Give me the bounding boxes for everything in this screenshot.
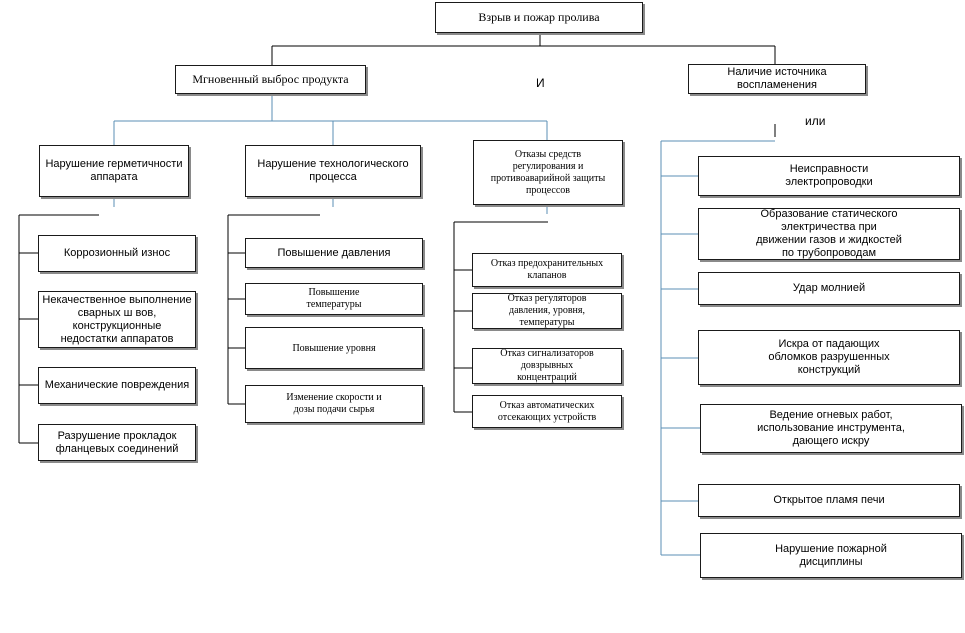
ignition-box: Наличие источника воспламенения (688, 64, 866, 94)
sealing-item-2: Некачественное выполнение сварных ш вов,… (38, 291, 196, 348)
control-item-4: Отказ автоматических отсекающих устройст… (472, 395, 622, 428)
process-item-2: Повышение температуры (245, 283, 423, 315)
control-box: Отказы средств регулирования и противоав… (473, 140, 623, 205)
sealing-box: Нарушение герметичности аппарата (39, 145, 189, 197)
root-box: Взрыв и пожар пролива (435, 2, 643, 33)
and-connector: И (536, 76, 545, 90)
release-box: Мгновенный выброс продукта (175, 65, 366, 94)
sealing-item-3: Механические повреждения (38, 367, 196, 404)
control-item-2: Отказ регуляторов давления, уровня, темп… (472, 293, 622, 329)
black-connectors (18, 33, 776, 444)
process-item-3: Повышение уровня (245, 327, 423, 369)
process-box: Нарушение технологического процесса (245, 145, 421, 197)
process-item-4: Изменение скорости и дозы подачи сырья (245, 385, 423, 423)
process-item-1: Повышение давления (245, 238, 423, 268)
ignition-item-6: Открытое пламя печи (698, 484, 960, 517)
ignition-item-5: Ведение огневых работ, использование инс… (700, 404, 962, 453)
ignition-item-3: Удар молнией (698, 272, 960, 305)
control-item-1: Отказ предохранительных клапанов (472, 253, 622, 287)
ignition-item-2: Образование статического электричества п… (698, 208, 960, 260)
control-item-3: Отказ сигнализаторов довзрывных концентр… (472, 348, 622, 384)
ignition-item-1: Неисправности электропроводки (698, 156, 960, 196)
sealing-item-1: Коррозионный износ (38, 235, 196, 272)
blue-connectors (113, 95, 775, 556)
sealing-item-4: Разрушение прокладок фланцевых соединени… (38, 424, 196, 461)
or-connector: или (805, 114, 826, 128)
ignition-item-7: Нарушение пожарной дисциплины (700, 533, 962, 578)
ignition-item-4: Искра от падающих обломков разрушенных к… (698, 330, 960, 385)
